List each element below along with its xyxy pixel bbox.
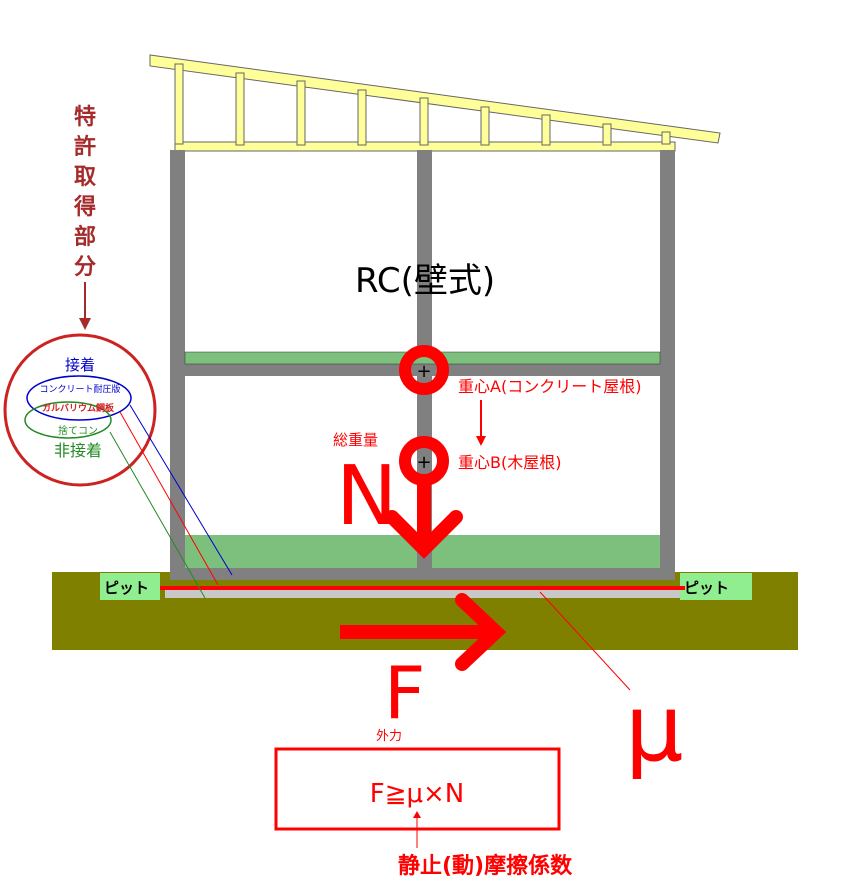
lean-concrete <box>165 588 685 598</box>
base-slab-left <box>185 535 417 568</box>
svg-text:特: 特 <box>74 104 96 130</box>
pit-right-box <box>680 573 752 600</box>
arrow-right-icon <box>455 593 507 671</box>
center-a-label: 重心A(コンクリート屋根) <box>458 377 641 396</box>
layer-galvalume: ガルバリウム鋼板 <box>42 402 115 414</box>
leader-blue <box>129 404 233 576</box>
mu-label: μ <box>625 675 684 782</box>
svg-text:取: 取 <box>74 165 96 190</box>
center-b-marker <box>399 436 449 486</box>
svg-text:得: 得 <box>73 194 96 220</box>
bonded-label: 接着 <box>65 356 95 374</box>
arrow-down-icon <box>385 510 463 559</box>
total-weight-label: 総重量 <box>333 431 378 449</box>
svg-text:部: 部 <box>74 224 96 250</box>
arrow-down-icon <box>79 318 91 330</box>
leader-green <box>109 431 206 599</box>
f-label: F <box>384 651 425 735</box>
arrow-up-icon <box>413 811 421 818</box>
mu-pointer <box>539 591 631 691</box>
bonded-ellipse <box>26 375 132 421</box>
roof-truss <box>149 54 721 152</box>
n-label: N <box>336 449 397 544</box>
friction-label: 静止(動)摩擦係数 <box>398 853 573 879</box>
pit-left-label: ピット <box>104 579 149 597</box>
plus-icon: + <box>416 452 431 473</box>
arrow-head-icon <box>476 436 486 446</box>
structure-label: RC(壁式) <box>355 261 495 301</box>
rc-walls <box>170 150 675 580</box>
layer-lean-concrete: 捨てコン <box>58 424 98 437</box>
center-a-marker <box>399 345 449 395</box>
unbonded-label: 非接着 <box>54 441 102 460</box>
external-force-label: 外力 <box>376 729 402 744</box>
leader-red <box>119 411 219 586</box>
svg-text:分: 分 <box>74 255 96 280</box>
layer-concrete: コンクリート耐圧版 <box>39 383 120 395</box>
svg-text:許: 許 <box>74 134 96 160</box>
base-slab-right <box>432 535 660 568</box>
detail-circle <box>3 333 157 487</box>
pit-right-label: ピット <box>684 579 729 597</box>
center-b-label: 重心B(木屋根) <box>458 453 561 472</box>
unbonded-ellipse <box>24 401 112 439</box>
formula: F≧μ×N <box>370 779 465 809</box>
patent-title: 特 許 取 得 部 分 <box>73 104 96 280</box>
pit-left-box <box>100 573 160 600</box>
plus-icon: + <box>416 361 431 382</box>
